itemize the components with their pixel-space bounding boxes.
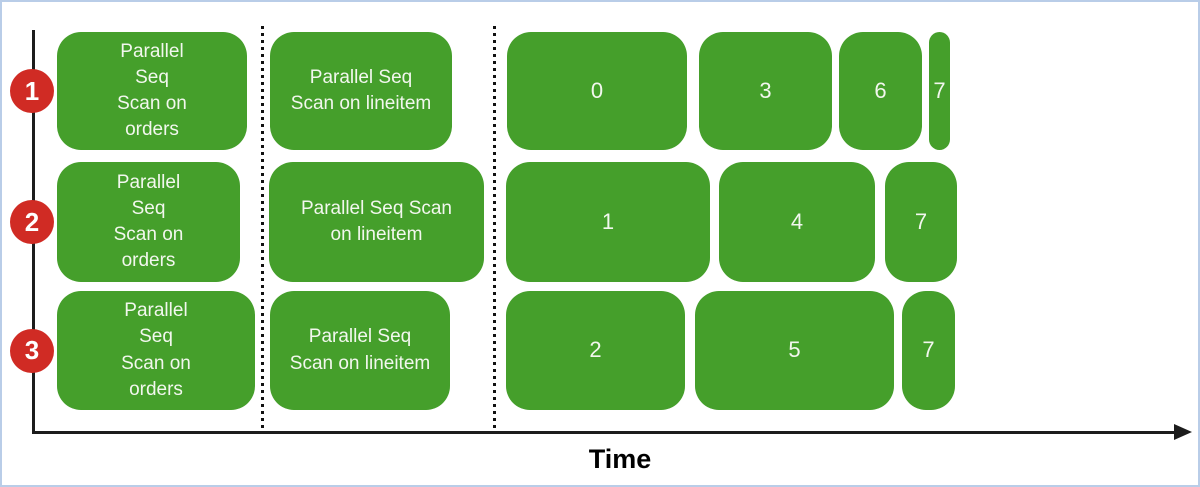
task-chunk-4: 4 [719, 162, 875, 282]
task-chunk-3: 3 [699, 32, 832, 150]
worker-badge-1: 1 [10, 69, 54, 113]
worker-badge-2: 2 [10, 200, 54, 244]
task-chunk-0: 0 [507, 32, 687, 150]
time-axis-line [32, 431, 1184, 434]
task-chunk-1: 1 [506, 162, 710, 282]
task-parallel-seq-scan-lineitem: Parallel Seq Scan on lineitem [270, 32, 452, 150]
time-axis-arrowhead-icon [1174, 424, 1192, 440]
task-chunk-7: 7 [929, 32, 950, 150]
worker-badge-3: 3 [10, 328, 54, 373]
task-parallel-seq-scan-lineitem: Parallel Seq Scan on lineitem [269, 162, 484, 282]
phase-boundary-dotted-line-1 [261, 26, 264, 431]
task-parallel-seq-scan-lineitem: Parallel Seq Scan on lineitem [270, 291, 450, 410]
task-parallel-seq-scan-orders: Parallel Seq Scan on orders [57, 291, 255, 410]
task-parallel-seq-scan-orders: Parallel Seq Scan on orders [57, 32, 247, 150]
phase-boundary-dotted-line-2 [493, 26, 496, 431]
task-chunk-2: 2 [506, 291, 685, 410]
task-chunk-5: 5 [695, 291, 894, 410]
task-chunk-6: 6 [839, 32, 922, 150]
time-axis-label: Time [588, 444, 652, 474]
task-parallel-seq-scan-orders: Parallel Seq Scan on orders [57, 162, 240, 282]
task-chunk-7: 7 [885, 162, 957, 282]
task-chunk-7: 7 [902, 291, 955, 410]
